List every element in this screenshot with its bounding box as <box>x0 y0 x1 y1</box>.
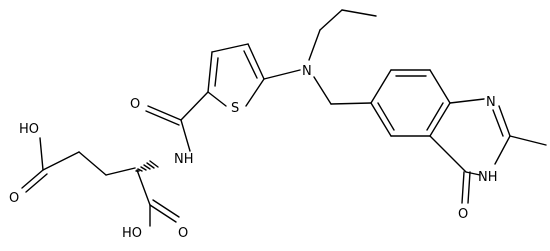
bond-propyl-3 <box>341 9 377 17</box>
bond-thio-c5-c4-inner <box>243 50 258 79</box>
bond-chain-1 <box>42 151 80 171</box>
atom-s-thiophene: S <box>231 101 239 116</box>
atom-n-quinazoline: N <box>486 95 496 110</box>
bond-cooh-co-2 <box>25 173 48 193</box>
bond-pyr-n1-c2-inner <box>492 109 504 137</box>
bond-thio-c5-c4 <box>247 43 265 80</box>
bond-amide-co-1 <box>147 105 182 121</box>
bond-chain-2 <box>78 151 107 176</box>
bond-pyr-c4-c4a <box>429 135 467 173</box>
bond-benz-6 <box>370 102 392 137</box>
bond-benz-3 <box>429 69 451 104</box>
bond-benz-4-inner <box>426 102 444 131</box>
bond-nh-carbonyl <box>180 119 191 152</box>
bond-alpha-carboxyl <box>136 169 151 206</box>
atom-nh-amide: NH <box>174 152 194 167</box>
bond-carbonyl-thiophene <box>180 91 209 121</box>
atom-o-acid-bottom: O <box>9 191 19 206</box>
bond-thio-s-c5 <box>245 78 265 107</box>
bond-pyr-c2-n3 <box>494 135 511 165</box>
bond-benz-1 <box>370 69 392 104</box>
bond-pyr-n1-c2 <box>498 105 511 137</box>
atom-n-amine: N <box>302 64 312 79</box>
bond-thio-c2-s <box>207 91 227 107</box>
bond-chain-3 <box>105 167 136 176</box>
atom-o-quinazolinone: O <box>458 207 468 222</box>
atom-nh-quinazoline: NH <box>478 170 498 185</box>
bond-n-propyl-1 <box>308 29 321 61</box>
atom-ho-top: HO <box>19 122 39 137</box>
atom-o-alpha-acid: O <box>178 226 188 241</box>
stereo-hash-bond <box>135 160 159 172</box>
bond-cooh-oh <box>39 137 44 171</box>
bond-amide-co-2 <box>145 110 180 126</box>
bond-c4-o-1 <box>461 171 465 204</box>
bond-c2-methyl <box>509 135 547 146</box>
bond-benz-6-inner <box>377 102 395 131</box>
bond-thio-c3-c2 <box>207 51 213 93</box>
bond-thio-c4-c3 <box>211 43 249 53</box>
bond-cooh-co-1 <box>21 169 44 189</box>
bond-alpha-co-2 <box>152 199 180 218</box>
atom-ho-bottom: HO <box>122 226 142 241</box>
atom-o-amide: O <box>130 97 140 112</box>
bond-n-ch2 <box>313 76 332 105</box>
bond-thio-n <box>263 69 301 80</box>
bond-propyl-2 <box>319 9 343 31</box>
bond-c4-o-2 <box>467 171 471 204</box>
bond-pyr-c8a-n1 <box>449 98 485 104</box>
bond-pyr-n3-c4 <box>465 171 481 176</box>
bond-thio-c3-c2-inner <box>214 57 219 87</box>
bond-alpha-co-1 <box>149 204 177 223</box>
bond-benz-4 <box>429 102 451 137</box>
bond-ch2-quin <box>330 102 372 105</box>
